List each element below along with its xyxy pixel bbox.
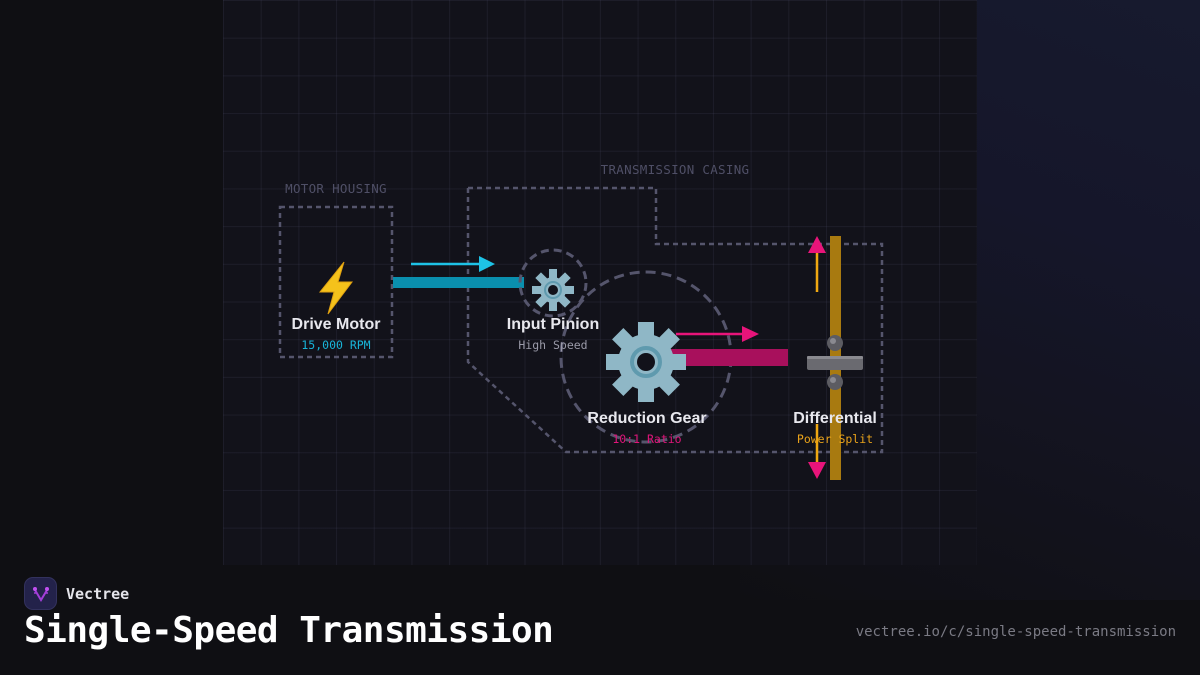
differential-icon bbox=[807, 335, 863, 390]
axle-flow-down-arrow bbox=[808, 424, 826, 479]
motor-housing-label: MOTOR HOUSING bbox=[285, 181, 387, 196]
lightning-bolt-icon bbox=[318, 261, 353, 315]
motor-flow-arrow bbox=[411, 256, 495, 272]
page-title: Single-Speed Transmission bbox=[24, 610, 554, 651]
reduction-gear-title: Reduction Gear bbox=[587, 410, 707, 427]
axle-flow-up-arrow bbox=[808, 236, 826, 292]
page-url: vectree.io/c/single-speed-transmission bbox=[855, 624, 1176, 640]
differential-title: Differential bbox=[793, 410, 877, 427]
input-pinion-gear-icon bbox=[532, 269, 574, 311]
drive-motor-title: Drive Motor bbox=[291, 316, 381, 333]
brand-name: Vectree bbox=[66, 584, 130, 603]
differential-subtitle: Power Split bbox=[796, 432, 874, 446]
diagram-svg bbox=[278, 186, 884, 480]
input-pinion-title: Input Pinion bbox=[506, 316, 600, 333]
motor-shaft bbox=[393, 277, 524, 288]
brand: Vectree bbox=[24, 577, 129, 610]
input-pinion-subtitle: High Speed bbox=[518, 338, 588, 352]
input-pinion-ring bbox=[518, 248, 588, 318]
drive-motor-rpm: 15,000 RPM bbox=[301, 338, 371, 352]
reduction-gear-ratio: 10:1 Ratio bbox=[612, 432, 682, 446]
output-flow-arrow bbox=[676, 326, 759, 342]
reduction-gear-icon bbox=[606, 322, 686, 402]
transmission-casing-label: TRANSMISSION CASING bbox=[600, 162, 750, 177]
vectree-logo-icon bbox=[24, 577, 57, 610]
motor-housing-boundary bbox=[278, 205, 394, 359]
